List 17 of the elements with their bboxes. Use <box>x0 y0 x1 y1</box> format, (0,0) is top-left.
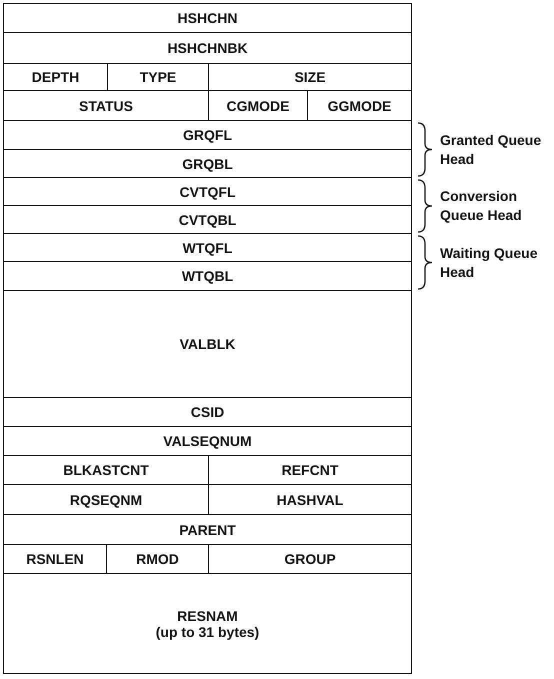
brace-note: Conversion Queue Head <box>440 187 523 225</box>
table-cell: HSHCHNBK <box>3 32 412 64</box>
table-cell: VALBLK <box>3 290 412 398</box>
table-cell: CSID <box>3 397 412 427</box>
brace-note: Waiting Queue Head <box>440 244 538 282</box>
cell-text: RESNAM <box>177 608 238 624</box>
table-cell: CVTQBL <box>3 205 412 234</box>
table-cell: PARENT <box>3 514 412 545</box>
table-cell: VALSEQNUM <box>3 426 412 456</box>
table-cell: CVTQFL <box>3 177 412 206</box>
table-cell: WTQBL <box>3 261 412 291</box>
table-cell: GRQBL <box>3 149 412 178</box>
cell-text: (up to 31 bytes) <box>156 624 260 640</box>
table-cell: HSHCHN <box>3 3 412 33</box>
table-cell: WTQFL <box>3 233 412 262</box>
brace-note: Granted Queue Head <box>440 130 542 168</box>
table-cell: GRQFL <box>3 120 412 150</box>
